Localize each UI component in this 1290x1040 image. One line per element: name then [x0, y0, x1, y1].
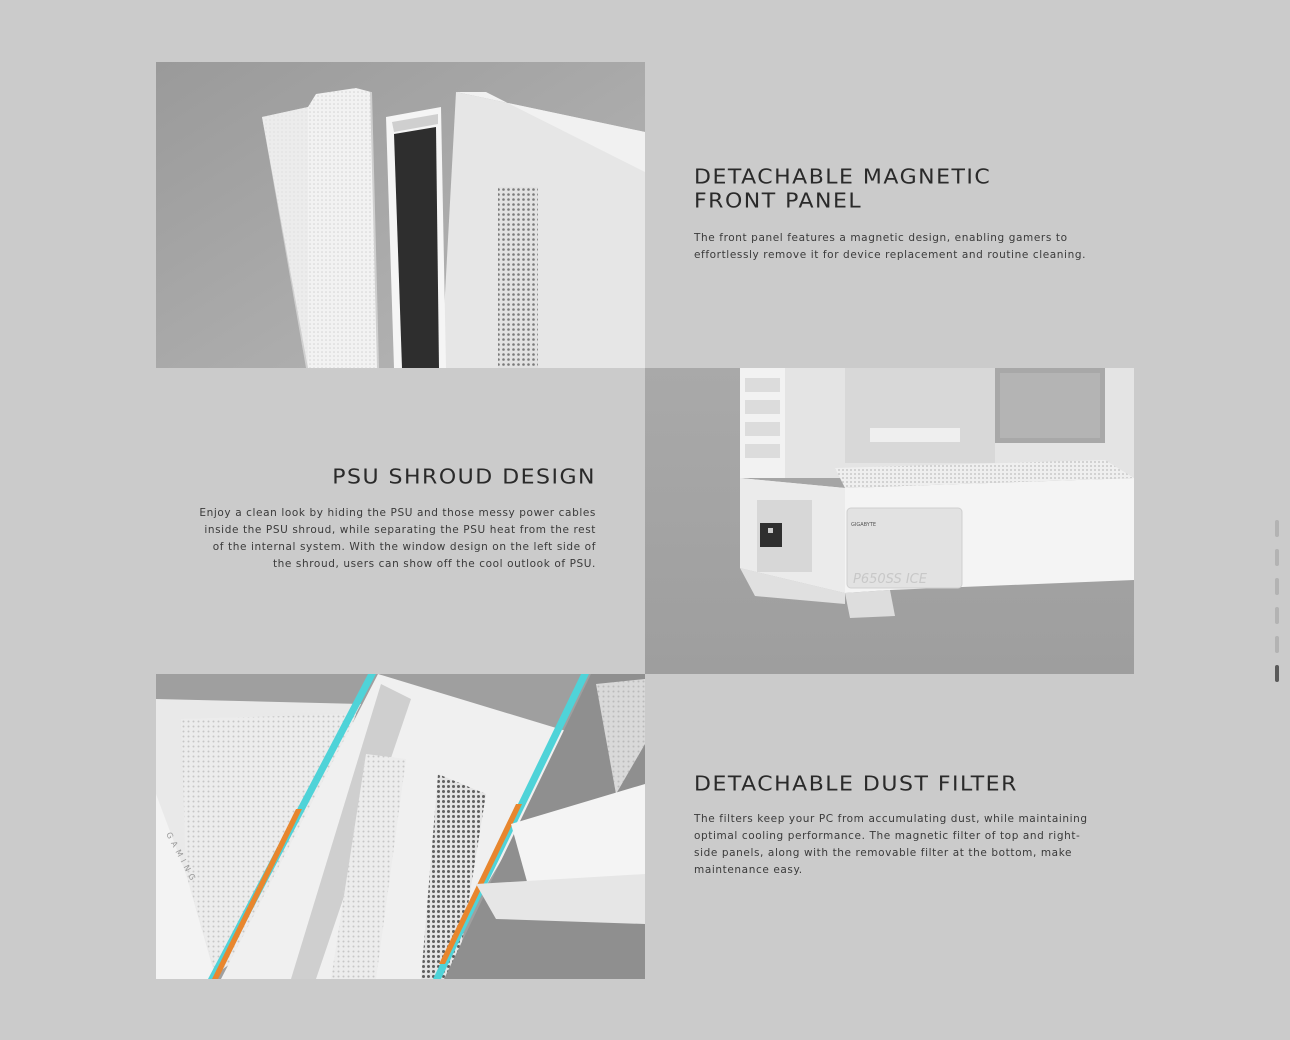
dust-filter-title: DETACHABLE DUST FILTER	[694, 773, 1018, 796]
dust-filter-desc-line2: optimal cooling performance. The magneti…	[694, 830, 1081, 842]
front-panel-desc-line2: effortlessly remove it for device replac…	[694, 249, 1087, 261]
pager-dot-2[interactable]	[1275, 549, 1279, 566]
pager-dot-4[interactable]	[1275, 607, 1279, 624]
psu-brand-label: GIGABYTE	[851, 522, 876, 528]
psu-shroud-desc-line3: of the internal system. With the window …	[212, 541, 596, 553]
dust-filter-desc-line1: The filters keep your PC from accumulati…	[694, 813, 1088, 825]
pager-dot-6[interactable]	[1275, 665, 1279, 682]
front-panel-desc-line1: The front panel features a magnetic desi…	[694, 232, 1068, 244]
psu-shroud-desc-line2: inside the PSU shroud, while separating …	[204, 524, 596, 536]
dust-filter-image: GAMING	[156, 674, 645, 979]
psu-shroud-description: Enjoy a clean look by hiding the PSU and…	[196, 505, 596, 573]
front-panel-title: DETACHABLE MAGNETIC FRONT PANEL	[694, 166, 1094, 214]
dust-filter-desc-line3: side panels, along with the removable fi…	[694, 847, 1073, 859]
front-panel-description: The front panel features a magnetic desi…	[694, 230, 1094, 264]
front-panel-title-line1: DETACHABLE MAGNETIC	[694, 166, 992, 189]
pager-dot-3[interactable]	[1275, 578, 1279, 595]
dust-filter-description: The filters keep your PC from accumulati…	[694, 811, 1094, 879]
pager-dot-1[interactable]	[1275, 520, 1279, 537]
section-pager	[1275, 520, 1281, 694]
psu-shroud-desc-line1: Enjoy a clean look by hiding the PSU and…	[199, 507, 596, 519]
front-panel-title-line2: FRONT PANEL	[694, 189, 863, 213]
psu-model-label: P650SS ICE	[853, 572, 928, 587]
psu-shroud-desc-line4: the shroud, users can show off the cool …	[272, 558, 596, 570]
front-panel-image	[156, 62, 645, 368]
dust-filter-desc-line4: maintenance easy.	[694, 864, 803, 876]
pager-dot-5[interactable]	[1275, 636, 1279, 653]
psu-shroud-image: GIGABYTE P650SS ICE	[645, 368, 1134, 674]
psu-shroud-title: PSU SHROUD DESIGN	[332, 466, 596, 489]
